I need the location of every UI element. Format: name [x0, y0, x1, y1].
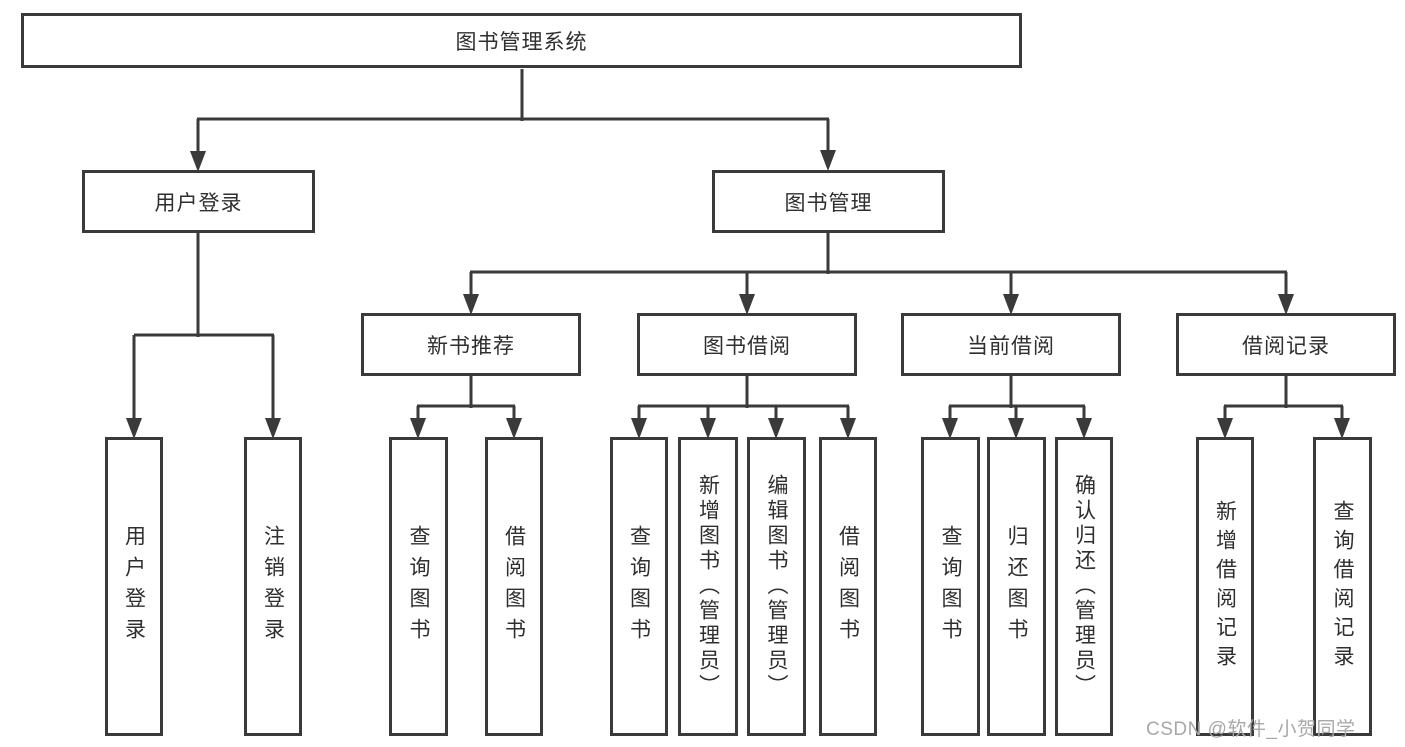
arrowhead-down-icon: [1076, 418, 1092, 439]
leaf-label: 新增借阅记录: [1213, 499, 1237, 674]
arrowhead-down-icon: [126, 418, 142, 439]
node-label: 新书推荐: [427, 334, 515, 358]
leaf-query-books-borrow: 查询图书: [610, 437, 668, 736]
arrowhead-down-icon: [463, 294, 479, 315]
leaf-label: 查询图书: [939, 524, 962, 649]
leaf-add-borrow-record: 新增借阅记录: [1196, 437, 1254, 736]
leaf-confirm-return-admin: 确认归还（管理员）: [1055, 437, 1113, 736]
leaf-add-books-admin: 新增图书（管理员）: [678, 437, 738, 736]
leaf-logout: 注销登录: [244, 437, 302, 736]
node-label: 图书借阅: [703, 334, 791, 358]
leaf-label: 确认归还（管理员）: [1072, 474, 1096, 699]
node-label: 当前借阅: [967, 334, 1055, 358]
arrowhead-down-icon: [820, 150, 836, 171]
leaf-borrow-books: 借阅图书: [819, 437, 877, 736]
node-label: 图书管理: [784, 191, 873, 215]
node-label: 图书管理系统: [455, 30, 588, 54]
leaf-return-books: 归还图书: [987, 437, 1046, 736]
node-current-borrow: 当前借阅: [901, 313, 1121, 376]
leaf-query-borrow-record: 查询借阅记录: [1313, 437, 1372, 736]
node-user-login: 用户登录: [82, 170, 315, 233]
arrowhead-down-icon: [840, 418, 856, 439]
arrowhead-down-icon: [1334, 418, 1350, 439]
csdn-watermark: CSDN @软件_小贺同学: [1146, 719, 1356, 740]
node-new-book-recommend: 新书推荐: [361, 313, 581, 376]
node-label: 借阅记录: [1242, 334, 1330, 358]
leaf-user-login: 用户登录: [105, 437, 163, 736]
leaf-label: 注销登录: [261, 524, 285, 649]
leaf-label: 归还图书: [1005, 524, 1028, 649]
node-book-management: 图书管理: [712, 170, 945, 233]
leaf-edit-books-admin: 编辑图书（管理员）: [747, 437, 806, 736]
leaf-label: 查询图书: [407, 524, 430, 649]
arrowhead-down-icon: [265, 418, 281, 439]
arrowhead-down-icon: [1278, 294, 1294, 315]
arrowhead-down-icon: [1217, 418, 1233, 439]
node-book-management-system: 图书管理系统: [21, 13, 1022, 68]
leaf-label: 新增图书（管理员）: [696, 474, 720, 699]
arrowhead-down-icon: [1003, 294, 1019, 315]
leaf-label: 借阅图书: [836, 524, 860, 649]
node-book-borrow: 图书借阅: [637, 313, 857, 376]
leaf-label: 编辑图书（管理员）: [765, 474, 788, 699]
leaf-query-books-recommend: 查询图书: [389, 437, 448, 736]
arrowhead-down-icon: [1008, 418, 1024, 439]
arrowhead-down-icon: [190, 151, 206, 172]
leaf-label: 查询图书: [627, 524, 651, 649]
leaf-label: 借阅图书: [502, 524, 526, 649]
arrowhead-down-icon: [768, 418, 784, 439]
leaf-borrow-books-recommend: 借阅图书: [485, 437, 543, 736]
arrowhead-down-icon: [410, 418, 426, 439]
leaf-label: 用户登录: [122, 524, 146, 649]
arrowhead-down-icon: [942, 418, 958, 439]
arrowhead-down-icon: [506, 418, 522, 439]
arrowhead-down-icon: [631, 418, 647, 439]
node-label: 用户登录: [154, 191, 243, 215]
leaf-label: 查询借阅记录: [1331, 499, 1354, 674]
arrowhead-down-icon: [700, 418, 716, 439]
arrowhead-down-icon: [739, 294, 755, 315]
node-borrow-records: 借阅记录: [1176, 313, 1396, 376]
leaf-query-books-current: 查询图书: [921, 437, 980, 736]
